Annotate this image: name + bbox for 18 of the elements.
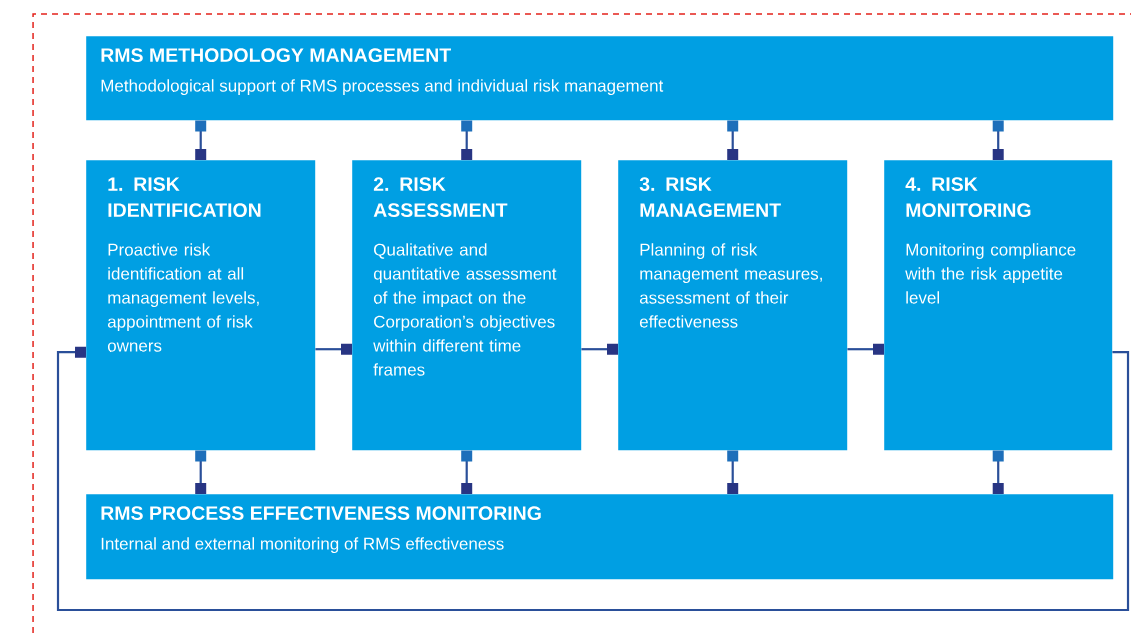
connector	[195, 450, 207, 494]
connector	[195, 120, 207, 160]
header-band: RMS METHODOLOGY MANAGEMENT Methodological support of RMS processes and individual risk management	[86, 36, 1114, 121]
step-box: 3. RISK MANAGEMENT Planning of risk management measures, assessment of their effectiveness	[618, 160, 848, 451]
feedback-line	[56, 346, 1130, 612]
connector	[581, 343, 618, 355]
connector	[992, 120, 1004, 160]
step-box: 2. RISK ASSESSMENT Qualitative and quantitative assessment of the impact on the Corporation’s objectives within different time frames	[352, 160, 582, 451]
connector	[727, 120, 739, 160]
step-box: 4. RISK MONITORING Monitoring compliance with the risk appetite level	[884, 160, 1113, 451]
connector	[461, 450, 473, 494]
connector	[992, 450, 1004, 494]
connector	[847, 343, 884, 355]
header-band: RMS PROCESS EFFECTIVENESS MONITORING Internal and external monitoring of RMS effectiveness	[86, 494, 1114, 580]
connector	[727, 450, 739, 494]
connector	[315, 343, 352, 355]
step-box: 1. RISK IDENTIFICATION Proactive risk identification at all management levels, appointment of risk owners	[86, 160, 316, 451]
connector	[461, 120, 473, 160]
